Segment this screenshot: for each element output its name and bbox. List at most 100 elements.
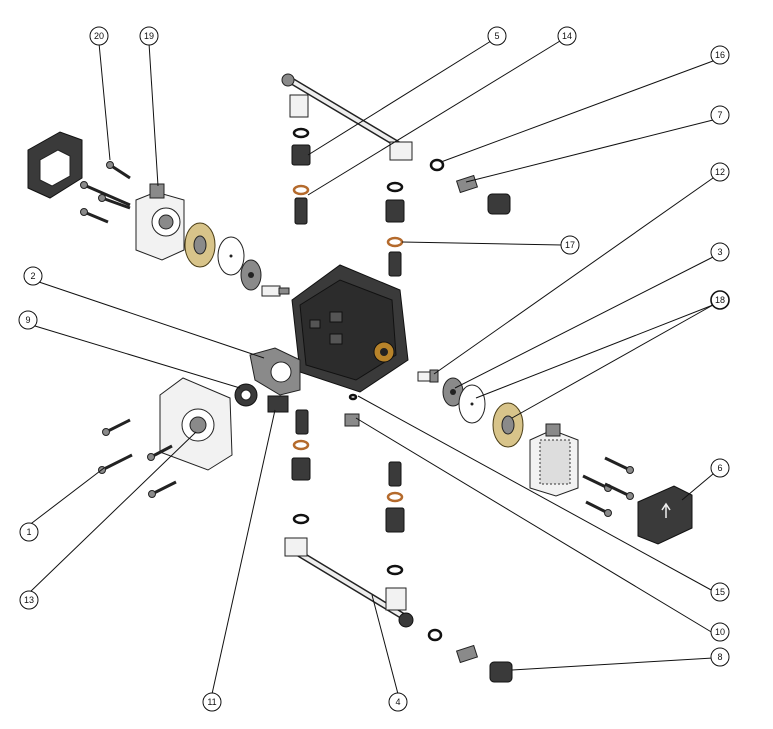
callout-4: 4 <box>388 692 408 712</box>
svg-text:6: 6 <box>717 463 722 473</box>
lower-left-valve-stack <box>291 409 311 525</box>
svg-text:15: 15 <box>715 587 725 597</box>
callout-19: 19 <box>139 26 159 46</box>
lower-right-valve-stack <box>385 461 405 576</box>
lower-right-fitting-8 <box>455 644 513 683</box>
top-right-fitting-7 <box>455 174 511 215</box>
leader-2 <box>38 281 265 359</box>
svg-text:12: 12 <box>715 167 725 177</box>
leader-5 <box>307 40 492 156</box>
leader-6 <box>681 473 714 501</box>
leader-14 <box>307 40 561 196</box>
callout-2: 2 <box>23 266 43 286</box>
center-pump-body <box>291 264 409 393</box>
screw <box>80 181 131 207</box>
screw-set-left <box>98 418 177 498</box>
top-left-valve-stack <box>291 127 311 225</box>
screw <box>585 500 612 517</box>
svg-text:14: 14 <box>562 31 572 41</box>
screw-set-top-left <box>80 161 131 224</box>
callout-14: 14 <box>557 26 577 46</box>
leader-1 <box>27 467 105 527</box>
screw <box>98 194 131 210</box>
top-right-oring-16 <box>429 158 445 172</box>
top-right-valve-stack <box>385 181 405 277</box>
leader-13 <box>28 431 197 594</box>
leader-4 <box>371 594 399 695</box>
leader-12 <box>433 177 714 375</box>
screw <box>80 208 109 224</box>
left-bearing <box>234 383 258 407</box>
leader-17 <box>401 241 563 246</box>
front-cover-plate <box>159 377 233 471</box>
callout-11: 11 <box>202 692 222 712</box>
left-pump-head <box>135 183 185 261</box>
callout-17: 17 <box>560 235 580 255</box>
svg-text:19: 19 <box>144 31 154 41</box>
screw <box>604 482 634 500</box>
right-diaphragm-plate <box>442 377 464 407</box>
callout-5: 5 <box>487 26 507 46</box>
leader-15 <box>357 395 714 592</box>
svg-text:9: 9 <box>25 315 30 325</box>
screw <box>102 418 131 436</box>
leader-10 <box>355 417 714 634</box>
svg-text:5: 5 <box>494 31 499 41</box>
left-diaphragm-plate <box>240 259 262 291</box>
svg-text:13: 13 <box>24 595 34 605</box>
screw-set-right <box>582 456 634 517</box>
callout-8: 8 <box>710 647 730 667</box>
bottom-manifold <box>284 537 414 628</box>
leader-lines <box>27 40 714 695</box>
callout-1: 1 <box>19 522 39 542</box>
svg-text:16: 16 <box>715 50 725 60</box>
right-diaphragm <box>492 402 524 448</box>
leader-19 <box>148 42 159 187</box>
callout-7: 7 <box>710 105 730 125</box>
svg-text:1: 1 <box>26 527 31 537</box>
leader-3 <box>454 256 714 389</box>
callout-3: 3 <box>710 242 730 262</box>
svg-text:7: 7 <box>717 110 722 120</box>
top-manifold <box>281 73 413 161</box>
callout-6: 6 <box>710 458 730 478</box>
center-fitting-10 <box>344 393 360 427</box>
svg-text:2: 2 <box>30 271 35 281</box>
screw <box>98 453 133 474</box>
right-diaphragm-bolt <box>417 369 439 383</box>
leader-9 <box>34 325 241 389</box>
screw <box>106 161 131 180</box>
callout-13: 13 <box>19 590 39 610</box>
leader-8 <box>511 657 714 671</box>
callout-12: 12 <box>710 162 730 182</box>
leader-11 <box>211 409 276 695</box>
callout-9: 9 <box>18 310 38 330</box>
callout-18: 18 <box>710 290 730 310</box>
callout-15: 15 <box>710 582 730 602</box>
svg-text:20: 20 <box>94 31 104 41</box>
screw <box>148 480 177 498</box>
right-end-cover <box>637 485 693 545</box>
leader-18b <box>511 304 714 419</box>
svg-text:17: 17 <box>565 240 575 250</box>
leader-7 <box>465 119 714 183</box>
svg-text:18: 18 <box>715 295 725 305</box>
svg-text:4: 4 <box>395 697 400 707</box>
left-backup-disc <box>217 236 245 276</box>
connecting-link <box>267 395 289 413</box>
lower-right-oring <box>427 628 443 642</box>
right-backup-disc <box>458 384 486 424</box>
left-end-cover <box>27 131 83 199</box>
screw <box>147 444 173 461</box>
callout-16: 16 <box>710 45 730 65</box>
screw <box>604 456 634 474</box>
svg-text:8: 8 <box>717 652 722 662</box>
callout-10: 10 <box>710 622 730 642</box>
svg-text:11: 11 <box>207 697 216 707</box>
leader-18a <box>475 304 714 399</box>
left-diaphragm-bolt <box>261 285 290 297</box>
svg-text:3: 3 <box>717 247 722 257</box>
svg-text:10: 10 <box>715 627 725 637</box>
